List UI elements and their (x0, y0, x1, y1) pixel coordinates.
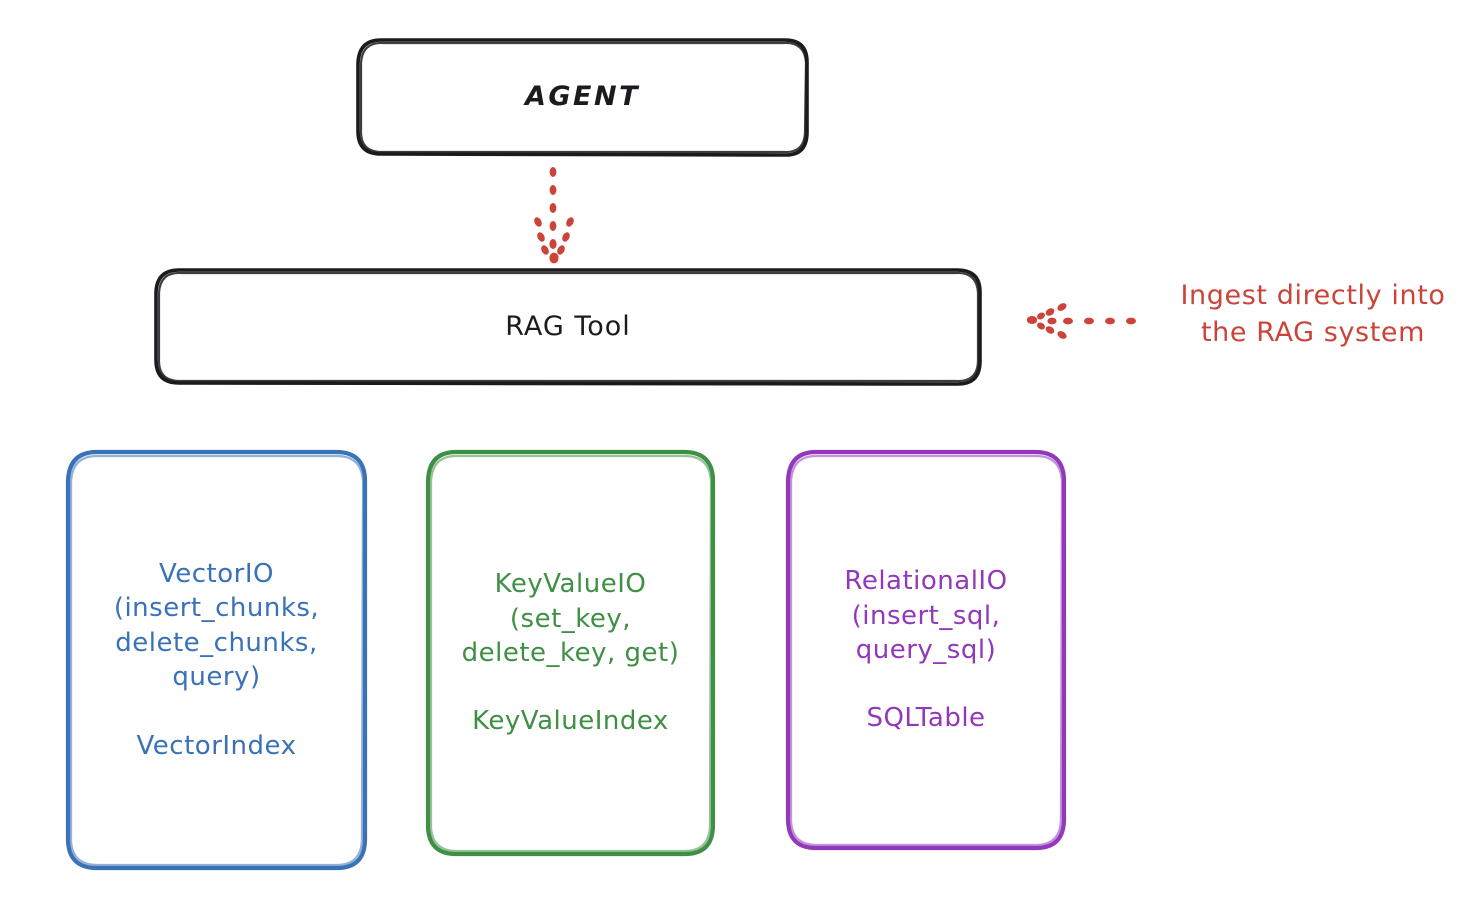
vector-io-node-label: VectorIO (insert_chunks, delete_chunks, … (113, 559, 320, 761)
agent-node-label: AGENT (524, 81, 640, 113)
agent-to-rag-connector (534, 167, 574, 264)
ingest-annotation-label: Ingest directly into the RAG system (1180, 280, 1446, 349)
keyvalue-io-node[interactable]: KeyValueIO (set_key, delete_key, get) Ke… (427, 451, 714, 855)
rag-tool-node-label: RAG Tool (505, 310, 631, 342)
agent-node[interactable]: AGENT (357, 39, 808, 155)
relational-io-node-label: RelationalIO (insert_sql, query_sql) SQL… (844, 566, 1008, 734)
keyvalue-io-box-outline (425, 449, 716, 857)
vector-io-box-outline (65, 449, 368, 871)
relational-io-node[interactable]: RelationalIO (insert_sql, query_sql) SQL… (787, 451, 1065, 849)
agent-box-outline (356, 38, 809, 157)
keyvalue-io-node-label: KeyValueIO (set_key, delete_key, get) Ke… (461, 569, 680, 737)
rag-tool-box-outline (154, 268, 982, 386)
ingest-to-rag-connector (1026, 303, 1136, 339)
relational-io-box-outline (785, 449, 1067, 851)
rag-tool-node[interactable]: RAG Tool (155, 269, 981, 384)
vector-io-node[interactable]: VectorIO (insert_chunks, delete_chunks, … (67, 451, 366, 869)
